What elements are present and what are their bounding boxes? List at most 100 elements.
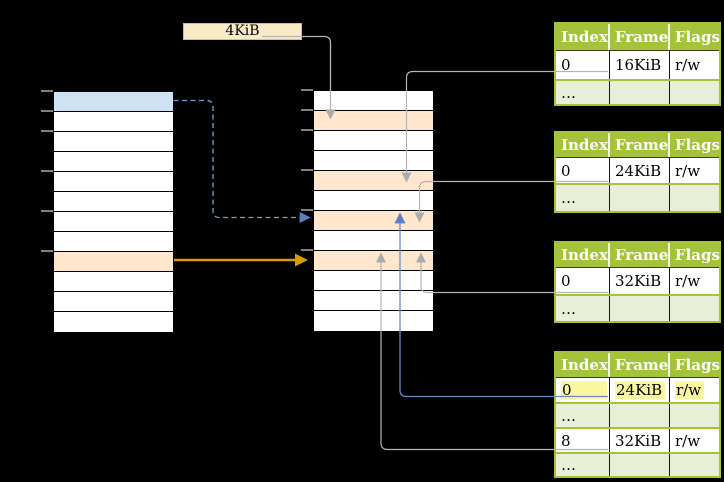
table-row: 0 16KiB r/w (556, 51, 719, 79)
cell-index: 8 (561, 431, 571, 450)
virtual-page-row-4 (54, 172, 173, 192)
physical-frame-row-4 (314, 171, 433, 191)
cell-frame (609, 296, 669, 321)
virtual-page-row-3 (54, 152, 173, 172)
cell-index: … (561, 456, 576, 474)
physical-frame-row-8 (314, 251, 433, 271)
table-row-ellipsis: … (556, 452, 719, 476)
connector-virtualpage0-dashed (173, 99, 311, 223)
page-table-16kib: Index Frame Flags 0 16KiB r/w … (554, 22, 721, 106)
virtual-page-row-5 (54, 192, 173, 212)
cell-index: 0 (561, 161, 571, 180)
physical-frame-row-3 (314, 151, 433, 171)
column-header-frame: Frame (607, 24, 668, 50)
memory-column-physical (313, 90, 434, 332)
cell-index: … (561, 83, 576, 102)
tick (301, 129, 313, 131)
physical-frame-row-11 (314, 311, 433, 331)
column-header-flags: Flags (667, 24, 720, 50)
cell-flags (669, 185, 719, 211)
column-header-frame: Frame (607, 243, 668, 267)
cell-index: … (561, 299, 576, 318)
tick (41, 110, 53, 112)
cell-frame: 24KiB (609, 158, 669, 183)
tick (301, 109, 313, 111)
table-row: 0 24KiB r/w (556, 158, 719, 183)
column-header-flags: Flags (667, 133, 720, 157)
table-row-ellipsis: … (556, 402, 719, 427)
page-table-level2: Index Frame Flags 0 24KiB r/w … 8 32KiB … (554, 351, 721, 478)
physical-frame-row-9 (314, 271, 433, 291)
tick (41, 90, 53, 92)
cell-index: 0 (561, 56, 571, 74)
virtual-page-row-6 (54, 212, 173, 232)
table-header-row: Index Frame Flags (556, 243, 720, 268)
physical-frame-row-2 (314, 131, 433, 151)
table-row-highlighted: 0 24KiB r/w (556, 378, 719, 402)
table-row: 0 32KiB r/w (556, 268, 719, 294)
cell-frame (609, 404, 669, 427)
column-header-index: Index (561, 28, 608, 46)
highlight-flags: r/w (675, 381, 705, 399)
table-row-ellipsis: … (556, 294, 719, 321)
virtual-page-row-10 (54, 292, 173, 312)
cell-frame (609, 185, 669, 211)
page-table-24kib: Index Frame Flags 0 24KiB r/w … (554, 131, 721, 213)
cell-frame: 32KiB (609, 268, 669, 294)
column-header-frame: Frame (607, 133, 668, 157)
physical-frame-row-10 (314, 291, 433, 311)
cell-flags: r/w (669, 268, 719, 294)
physical-frame-row-0 (314, 91, 433, 111)
table-row-ellipsis: … (556, 79, 719, 104)
cell-index: 0 (556, 378, 609, 402)
virtual-page-row-8 (54, 252, 173, 272)
tick (41, 250, 53, 252)
virtual-page-row-1 (54, 112, 173, 132)
cell-flags: r/w (669, 51, 719, 79)
tick (41, 130, 53, 132)
physical-frame-row-1 (314, 111, 433, 131)
cell-flags: r/w (669, 378, 719, 402)
cell-flags (669, 454, 719, 476)
tick (41, 210, 53, 212)
cell-frame (609, 81, 669, 104)
cell-flags (669, 296, 719, 321)
physical-frame-row-6 (314, 211, 433, 231)
column-header-index: Index (561, 136, 608, 154)
cell-flags (669, 81, 719, 104)
column-header-index: Index (561, 356, 608, 374)
cell-index: … (561, 189, 576, 207)
cell-frame: 16KiB (609, 51, 669, 79)
table-header-row: Index Frame Flags (556, 24, 720, 51)
virtual-page-row-7 (54, 232, 173, 252)
highlight-index: 0 (561, 381, 607, 399)
cell-index: 0 (561, 272, 571, 290)
column-header-flags: Flags (667, 243, 720, 267)
virtual-page-row-0 (54, 92, 173, 112)
tick (301, 209, 313, 211)
physical-frame-row-7 (314, 231, 433, 251)
cell-flags: r/w (669, 429, 719, 452)
cell-index: … (561, 406, 576, 425)
table-header-row: Index Frame Flags (556, 353, 720, 378)
tick (301, 249, 313, 251)
column-header-index: Index (561, 246, 608, 264)
cell-frame (609, 454, 669, 476)
cell-flags: r/w (669, 158, 719, 183)
virtual-page-row-11 (54, 312, 173, 332)
tick (41, 170, 53, 172)
page-table-32kib: Index Frame Flags 0 32KiB r/w … (554, 241, 721, 323)
physical-frame-row-5 (314, 191, 433, 211)
cell-flags (669, 404, 719, 427)
tick (301, 89, 313, 91)
table-row-ellipsis: … (556, 183, 719, 211)
table-header-row: Index Frame Flags (556, 133, 720, 158)
frame-size-label-text: 4KiB (225, 23, 260, 39)
tick (301, 169, 313, 171)
column-header-flags: Flags (667, 353, 720, 377)
highlight-frame: 24KiB (615, 381, 666, 399)
cell-frame: 32KiB (609, 429, 669, 452)
virtual-page-row-2 (54, 132, 173, 152)
cell-frame: 24KiB (609, 378, 669, 402)
